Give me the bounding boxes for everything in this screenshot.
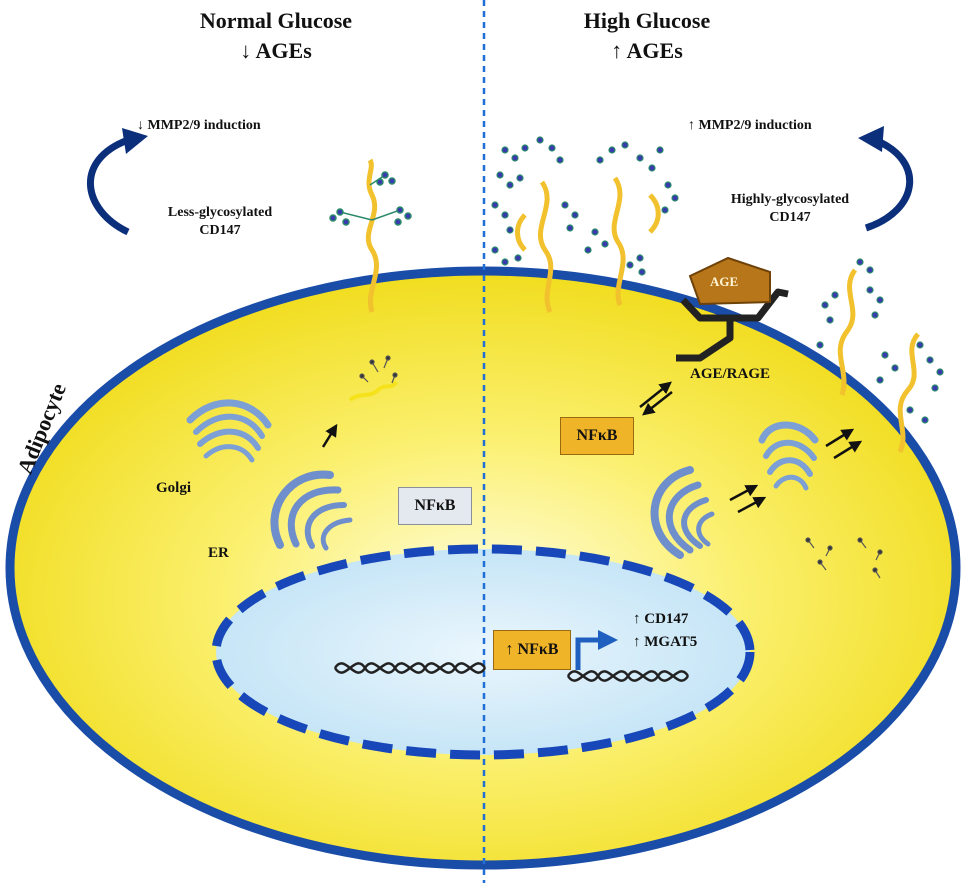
left-golgi bbox=[186, 399, 272, 463]
high-glucose-title: High Glucose bbox=[583, 8, 711, 33]
nfkb-center-box: NFκB bbox=[398, 487, 472, 525]
less-glycosylated-label: Less-glycosylated CD147 bbox=[140, 204, 300, 240]
right-er bbox=[650, 466, 715, 559]
right-cycle-arrow bbox=[858, 126, 914, 232]
left-er bbox=[270, 470, 353, 551]
normal-glucose-title: Normal Glucose bbox=[199, 8, 353, 33]
rage-receptor bbox=[676, 288, 789, 362]
highly-glycosylated-line2: CD147 bbox=[769, 210, 811, 225]
right-golgi-export-arrows bbox=[825, 428, 863, 460]
age-pentagon bbox=[688, 256, 771, 306]
nfkb-cytoplasm-box: NFκB bbox=[560, 417, 634, 455]
less-glycosylated-cd147 bbox=[329, 158, 412, 313]
highly-glycosylated-cd147-group bbox=[491, 136, 679, 314]
less-glycosylated-line1: Less-glycosylated bbox=[167, 205, 273, 220]
less-glycosylated-line2: CD147 bbox=[199, 223, 241, 238]
left-dna bbox=[333, 662, 487, 674]
transcription-arrow bbox=[575, 630, 618, 670]
er-label: ER bbox=[208, 545, 229, 561]
golgi-label: Golgi bbox=[156, 480, 192, 496]
gene-mgat5-label: ↑ MGAT5 bbox=[633, 634, 698, 650]
age-label: AGE bbox=[710, 274, 739, 289]
left-mmp-label: ↓ MMP2/9 induction bbox=[137, 118, 261, 133]
highly-glycosylated-cd147-side bbox=[816, 258, 944, 454]
left-glycan-fragments bbox=[321, 355, 398, 448]
age-rage-signal-arrows bbox=[639, 381, 673, 416]
gene-cd147-label: ↑ CD147 bbox=[633, 611, 689, 627]
right-golgi bbox=[758, 421, 819, 491]
left-cycle-arrow bbox=[86, 128, 148, 236]
highly-glycosylated-line1: Highly-glycosylated bbox=[730, 192, 850, 207]
highly-glycosylated-label: Highly-glycosylated CD147 bbox=[700, 191, 880, 227]
right-mmp-label: ↑ MMP2/9 induction bbox=[688, 118, 812, 133]
right-er-export-arrows bbox=[729, 484, 767, 514]
low-ages-subtitle: ↓ AGEs bbox=[240, 38, 312, 63]
age-rage-label: AGE/RAGE bbox=[690, 366, 771, 382]
right-glycan-fragments bbox=[805, 537, 883, 579]
cell-membrane bbox=[5, 266, 961, 870]
high-ages-subtitle: ↑ AGEs bbox=[611, 38, 683, 63]
nfkb-nucleus-box: ↑ NFκB bbox=[493, 630, 571, 670]
right-dna bbox=[566, 670, 690, 682]
